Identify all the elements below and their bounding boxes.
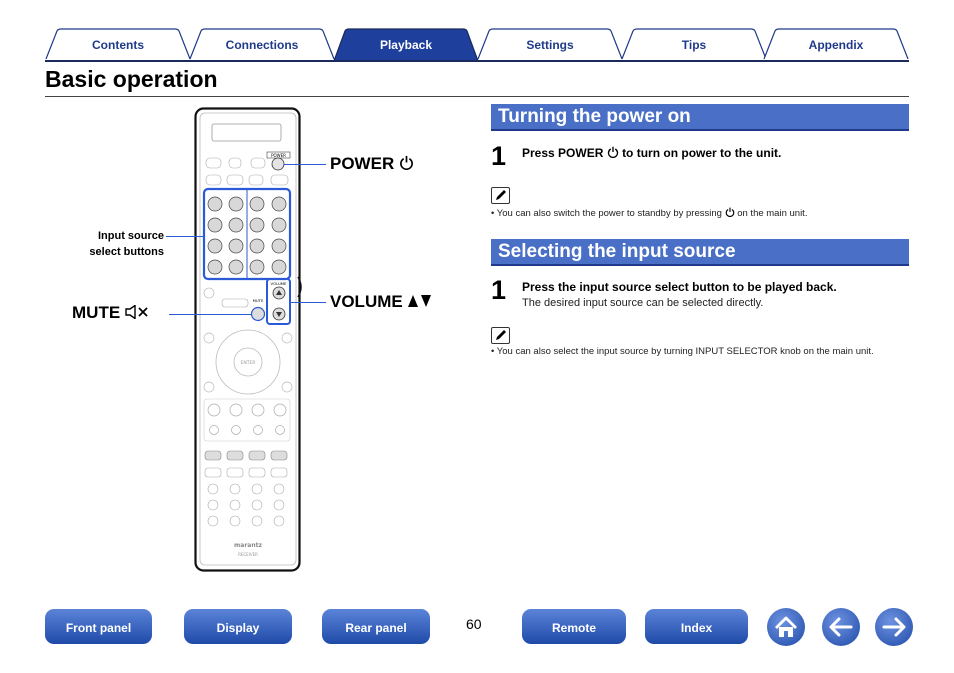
mute-callout-label: MUTE [72, 303, 121, 322]
remote-model: RECEIVER [238, 552, 258, 557]
power-icon [725, 207, 734, 217]
remote-volume-label: VOLUME [271, 281, 288, 286]
step-text-power-prefix: Press POWER [522, 146, 604, 160]
input-source-callout-line2: select buttons [89, 246, 164, 258]
tab-tips-shape [621, 28, 767, 60]
tab-appendix-shape [763, 28, 909, 60]
input-source-callout: Input source select buttons [60, 228, 164, 260]
mute-callout: MUTE [72, 303, 149, 323]
home-button[interactable] [767, 608, 805, 646]
step-number-input: 1 [491, 275, 507, 305]
remote-button-label: Remote [551, 621, 596, 635]
mute-icon [125, 304, 148, 320]
remote-enter-label: ENTER [241, 360, 256, 366]
home-icon [775, 616, 797, 637]
section-heading-power: Turning the power on [498, 106, 691, 127]
step-subtext-input: The desired input source can be selected… [522, 297, 764, 309]
mute-leader-line [169, 314, 251, 315]
tab-connections[interactable]: Connections [189, 28, 335, 60]
tab-settings-label: Settings [526, 38, 574, 52]
power-callout-label: POWER [330, 154, 395, 173]
index-button-label: Index [680, 621, 713, 635]
rear-panel-button[interactable]: Rear panel [322, 609, 430, 644]
tab-contents-shape [45, 28, 191, 60]
tab-connections-label: Connections [225, 38, 299, 52]
volume-callout-label: VOLUME [330, 292, 403, 311]
tab-tips[interactable]: Tips [621, 28, 767, 60]
remote-power-label: POWER [271, 153, 286, 158]
title-rule [45, 96, 909, 97]
remote-illustration: POWER VOLUME MUTE ENTER [194, 107, 302, 578]
tab-tips-label: Tips [681, 38, 707, 52]
tab-contents[interactable]: Contents [45, 28, 191, 60]
step-text-power-suffix: to turn on power to the unit. [622, 146, 782, 160]
note-power-suffix: on the main unit. [737, 208, 808, 219]
section-heading-input: Selecting the input source [498, 241, 736, 262]
volume-callout: VOLUME [330, 292, 433, 312]
step-text-input: Press the input source select button to … [522, 280, 837, 294]
volume-up-down-icon [408, 295, 432, 307]
tab-playback-shape [333, 28, 479, 62]
section-bar-input: Selecting the input source [491, 239, 909, 266]
tab-playback-label: Playback [379, 38, 433, 52]
arrow-left-icon [829, 617, 853, 637]
volume-leader-line [290, 302, 326, 303]
note-power-prefix: • You can also switch the power to stand… [491, 208, 722, 219]
tab-underline [45, 60, 909, 62]
power-leader-line [284, 164, 326, 165]
tab-settings-shape [477, 28, 623, 60]
remote-mute-label: MUTE [253, 298, 264, 303]
front-panel-button-label: Front panel [65, 621, 132, 635]
arrow-right-icon [882, 617, 906, 637]
pencil-icon [496, 190, 506, 200]
display-button-label: Display [216, 621, 260, 635]
remote-button[interactable]: Remote [522, 609, 626, 644]
forward-button[interactable] [875, 608, 913, 646]
step-text-power: Press POWER to turn on power to the unit… [522, 146, 781, 160]
pencil-icon [496, 330, 506, 340]
power-icon [607, 146, 618, 159]
tab-settings[interactable]: Settings [477, 28, 623, 60]
note-pencil-icon-2 [491, 327, 510, 344]
tab-playback[interactable]: Playback [333, 28, 479, 62]
page-title: Basic operation [45, 66, 218, 92]
tab-contents-label: Contents [92, 38, 144, 52]
page-number: 60 [466, 616, 482, 632]
power-callout: POWER [330, 154, 414, 174]
section-bar-power: Turning the power on [491, 104, 909, 131]
tab-connections-shape [189, 28, 335, 60]
display-button[interactable]: Display [184, 609, 292, 644]
tab-appendix-label: Appendix [808, 38, 864, 52]
note-power-standby: • You can also switch the power to stand… [491, 206, 909, 221]
front-panel-button[interactable]: Front panel [45, 609, 152, 644]
note-input-selector: • You can also select the input source b… [491, 346, 874, 357]
power-icon [400, 155, 413, 171]
index-button[interactable]: Index [645, 609, 748, 644]
step-number-power: 1 [491, 141, 507, 171]
top-tab-bar: Contents Connections Playback Settings T… [45, 26, 909, 62]
input-source-callout-line1: Input source [97, 230, 164, 242]
rear-panel-button-label: Rear panel [345, 621, 407, 635]
tab-appendix[interactable]: Appendix [763, 28, 909, 60]
remote-control-drawing: POWER VOLUME MUTE ENTER [194, 107, 302, 572]
note-pencil-icon [491, 187, 510, 204]
input-source-leader-line [166, 236, 204, 237]
remote-brand: marantz [234, 542, 262, 549]
back-button[interactable] [822, 608, 860, 646]
